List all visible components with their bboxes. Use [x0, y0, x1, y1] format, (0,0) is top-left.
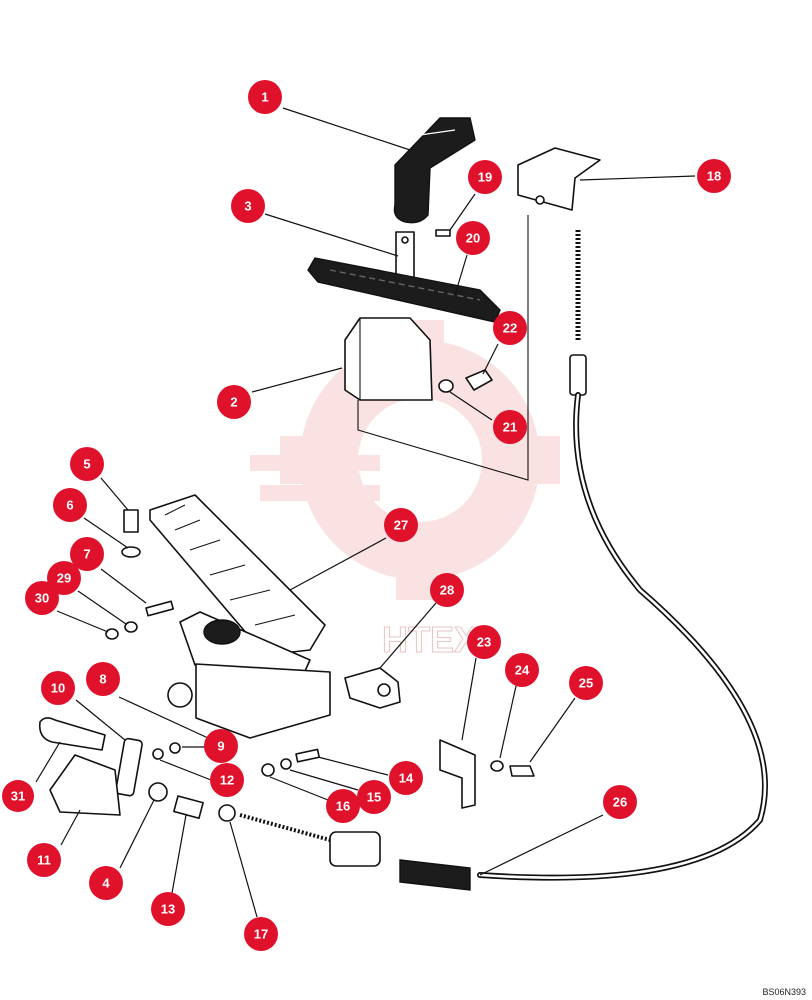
svg-text:7: 7 — [83, 547, 90, 562]
callout-5: 5 — [70, 447, 104, 481]
handle-grip — [393, 117, 476, 224]
svg-text:25: 25 — [579, 676, 593, 691]
svg-text:11: 11 — [37, 853, 51, 868]
callout-14: 14 — [389, 761, 423, 795]
washer-6 — [121, 546, 141, 558]
callout-17: 17 — [244, 917, 278, 951]
svg-text:9: 9 — [217, 739, 224, 754]
svg-text:13: 13 — [161, 902, 175, 917]
washer-29 — [124, 621, 138, 633]
foot-pedal — [149, 494, 326, 656]
callout-3: 3 — [231, 189, 265, 223]
mounting-bracket — [517, 147, 601, 211]
callout-23: 23 — [467, 625, 501, 659]
pedal-base — [167, 611, 331, 739]
callout-22: 22 — [493, 311, 527, 345]
svg-text:19: 19 — [478, 170, 492, 185]
svg-text:8: 8 — [99, 672, 106, 687]
console-housing — [344, 317, 433, 401]
callout-12: 12 — [210, 763, 244, 797]
svg-text:2: 2 — [230, 395, 237, 410]
callout-30: 30 — [25, 581, 59, 615]
svg-text:10: 10 — [51, 681, 65, 696]
svg-text:3: 3 — [244, 199, 251, 214]
svg-text:26: 26 — [613, 795, 627, 810]
svg-text:22: 22 — [503, 321, 517, 336]
cable-threaded-end — [569, 230, 587, 396]
svg-text:28: 28 — [440, 583, 454, 598]
callout-20: 20 — [456, 221, 490, 255]
svg-text:24: 24 — [515, 663, 530, 678]
callout-24: 24 — [505, 653, 539, 687]
callout-26: 26 — [603, 785, 637, 819]
callout-16: 16 — [326, 789, 360, 823]
svg-text:5: 5 — [83, 457, 90, 472]
callout-8: 8 — [86, 662, 120, 696]
callout-29: 29 — [47, 561, 81, 595]
callout-28: 28 — [430, 573, 464, 607]
svg-text:15: 15 — [367, 790, 381, 805]
watermark-text: HTEX — [382, 619, 478, 660]
callout-31: 31 — [2, 780, 34, 812]
nut-9 — [169, 742, 181, 754]
callout-13: 13 — [151, 892, 185, 926]
callout-19: 19 — [468, 160, 502, 194]
callout-27: 27 — [384, 508, 418, 542]
svg-text:12: 12 — [220, 773, 234, 788]
washer-21 — [438, 379, 454, 393]
callout-10: 10 — [41, 671, 75, 705]
spacer-13 — [173, 795, 204, 819]
svg-text:1: 1 — [261, 90, 268, 105]
svg-text:6: 6 — [66, 498, 73, 513]
drawing-reference-code: BS06N393 — [762, 987, 806, 997]
cable-clip — [344, 667, 401, 709]
control-cable — [239, 392, 768, 891]
svg-text:17: 17 — [254, 927, 268, 942]
nut-17 — [218, 804, 236, 822]
svg-text:29: 29 — [57, 571, 71, 586]
callout-7: 7 — [70, 537, 104, 571]
bushing-4 — [148, 782, 168, 802]
plate-11 — [49, 754, 121, 816]
nut-30 — [105, 628, 119, 640]
bolt-5 — [123, 509, 139, 533]
lever-arm-10 — [115, 737, 143, 797]
washer-24 — [490, 760, 504, 772]
callout-2: 2 — [217, 385, 251, 419]
washer-15 — [280, 758, 292, 770]
callout-21: 21 — [493, 410, 527, 444]
svg-text:31: 31 — [11, 789, 25, 804]
bolt-14 — [295, 748, 320, 763]
svg-text:20: 20 — [466, 231, 480, 246]
svg-text:23: 23 — [477, 635, 491, 650]
callout-18: 18 — [697, 159, 731, 193]
callout-25: 25 — [569, 666, 603, 700]
svg-text:18: 18 — [707, 169, 721, 184]
callout-15: 15 — [357, 780, 391, 814]
svg-text:16: 16 — [336, 799, 350, 814]
callout-1: 1 — [248, 80, 282, 114]
nut-12 — [152, 748, 164, 760]
svg-text:30: 30 — [35, 591, 49, 606]
screw-19 — [435, 229, 451, 237]
svg-text:21: 21 — [503, 420, 517, 435]
leader-lines — [35, 107, 696, 918]
assembly-group-line — [357, 215, 529, 481]
nut-16 — [261, 763, 275, 777]
bolt-7 — [145, 600, 174, 617]
svg-text:14: 14 — [399, 771, 414, 786]
callout-6: 6 — [53, 488, 87, 522]
callout-11: 11 — [27, 843, 61, 877]
knob-31 — [38, 717, 106, 751]
bracket-23 — [439, 739, 476, 809]
svg-text:27: 27 — [394, 518, 408, 533]
callout-9: 9 — [204, 729, 238, 763]
bolt-25 — [509, 765, 535, 777]
callout-4: 4 — [89, 866, 123, 900]
svg-text:4: 4 — [102, 876, 110, 891]
bolt-22 — [465, 369, 493, 391]
